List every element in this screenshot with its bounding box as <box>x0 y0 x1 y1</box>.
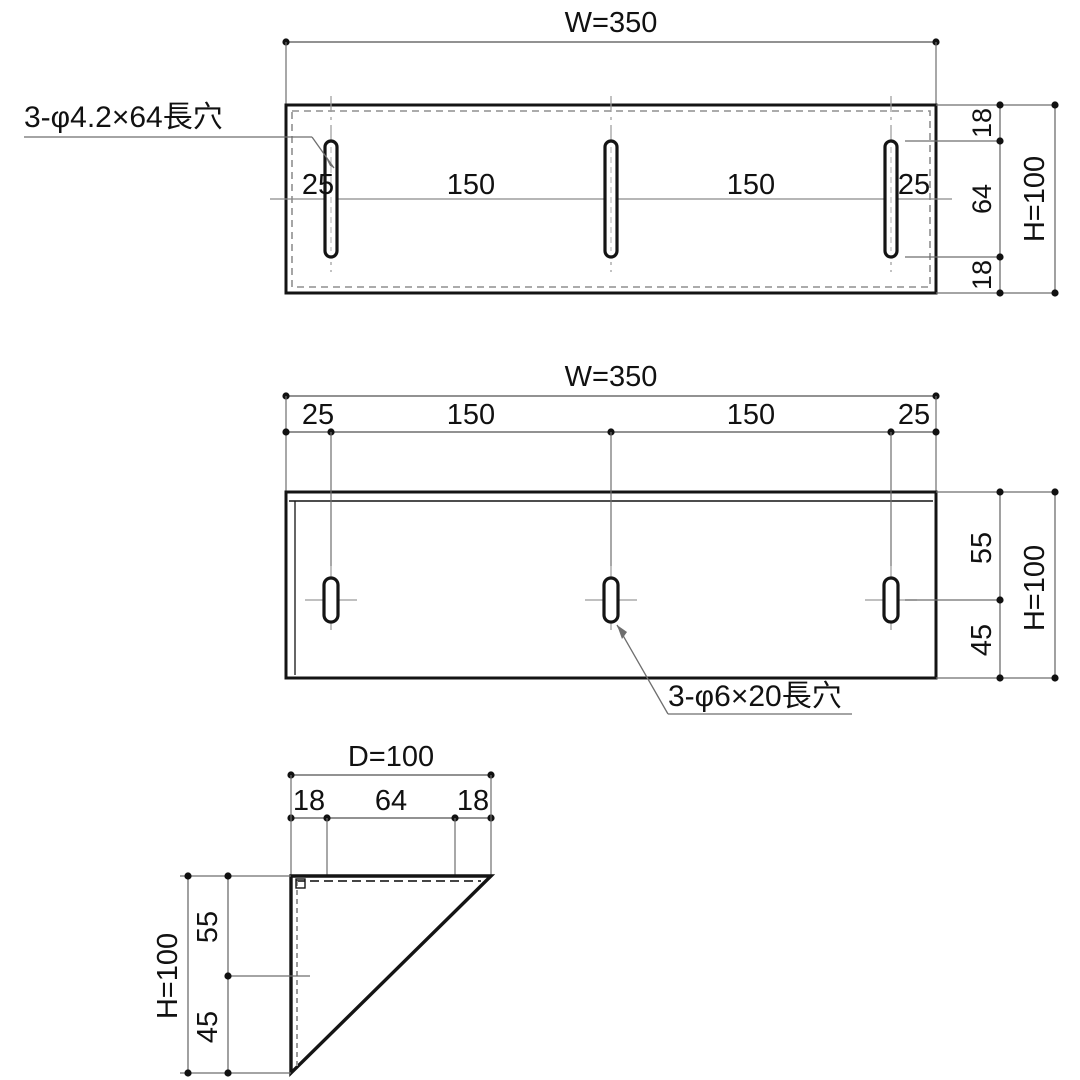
dim-25-right-mid: 25 <box>898 399 930 431</box>
side-view-depth-dimension: D=100 <box>287 741 495 779</box>
dim-h100-side: H=100 <box>152 933 184 1019</box>
middle-view-slot-3 <box>865 566 917 634</box>
dim-64-top: 64 <box>967 184 997 214</box>
top-view-slot-3 <box>883 96 899 272</box>
dim-150-left-top: 150 <box>447 169 495 201</box>
top-view-slot-1 <box>323 96 339 272</box>
dim-d100-side: D=100 <box>348 741 434 773</box>
side-view: D=100 18 64 18 <box>152 741 496 1078</box>
top-view: W=350 25 150 150 25 <box>24 7 1059 297</box>
dim-18-side-left: 18 <box>293 785 325 817</box>
dim-150-right-top: 150 <box>727 169 775 201</box>
dim-64-side: 64 <box>375 785 407 817</box>
dim-h100-mid: H=100 <box>1019 545 1051 631</box>
dim-55-mid: 55 <box>966 532 998 564</box>
middle-view-slot-2 <box>585 566 637 634</box>
top-view-slot-2 <box>603 96 619 272</box>
side-view-segment-dimension: 18 64 18 <box>287 775 495 876</box>
top-view-slot-note-leader <box>24 136 335 169</box>
dim-45-mid: 45 <box>966 624 998 656</box>
middle-view: W=350 25 150 150 25 <box>282 361 1059 715</box>
dim-w350-mid: W=350 <box>565 361 658 393</box>
dim-18-top-upper: 18 <box>967 108 997 138</box>
dim-18-side-right: 18 <box>457 785 489 817</box>
dim-45-side: 45 <box>192 1011 224 1043</box>
middle-view-slot-note-leader <box>616 624 852 715</box>
top-view-width-dimension: W=350 <box>282 7 940 108</box>
dim-25-right-top: 25 <box>898 169 930 201</box>
dim-h100-top: H=100 <box>1019 156 1051 242</box>
dim-25-left-top: 25 <box>302 169 334 201</box>
side-view-profile-outline <box>289 874 496 1078</box>
dim-18-top-lower: 18 <box>967 260 997 290</box>
note-top-view: 3-φ4.2×64長穴 <box>24 101 223 134</box>
dim-150-right-mid: 150 <box>727 399 775 431</box>
side-view-corner-mark <box>295 878 306 889</box>
middle-view-height-dimensions: 55 45 H=100 <box>905 488 1059 682</box>
note-middle-view: 3-φ6×20長穴 <box>668 680 842 713</box>
dim-55-side: 55 <box>192 911 224 943</box>
top-view-height-dimensions: 18 64 18 H=100 <box>905 101 1059 297</box>
dim-25-left-mid: 25 <box>302 399 334 431</box>
dim-150-left-mid: 150 <box>447 399 495 431</box>
side-view-height-dimensions: 55 45 H=100 <box>152 872 310 1077</box>
dim-w350-top: W=350 <box>565 7 658 39</box>
middle-view-slot-1 <box>305 566 357 634</box>
middle-view-width-dimension: W=350 <box>282 361 940 492</box>
